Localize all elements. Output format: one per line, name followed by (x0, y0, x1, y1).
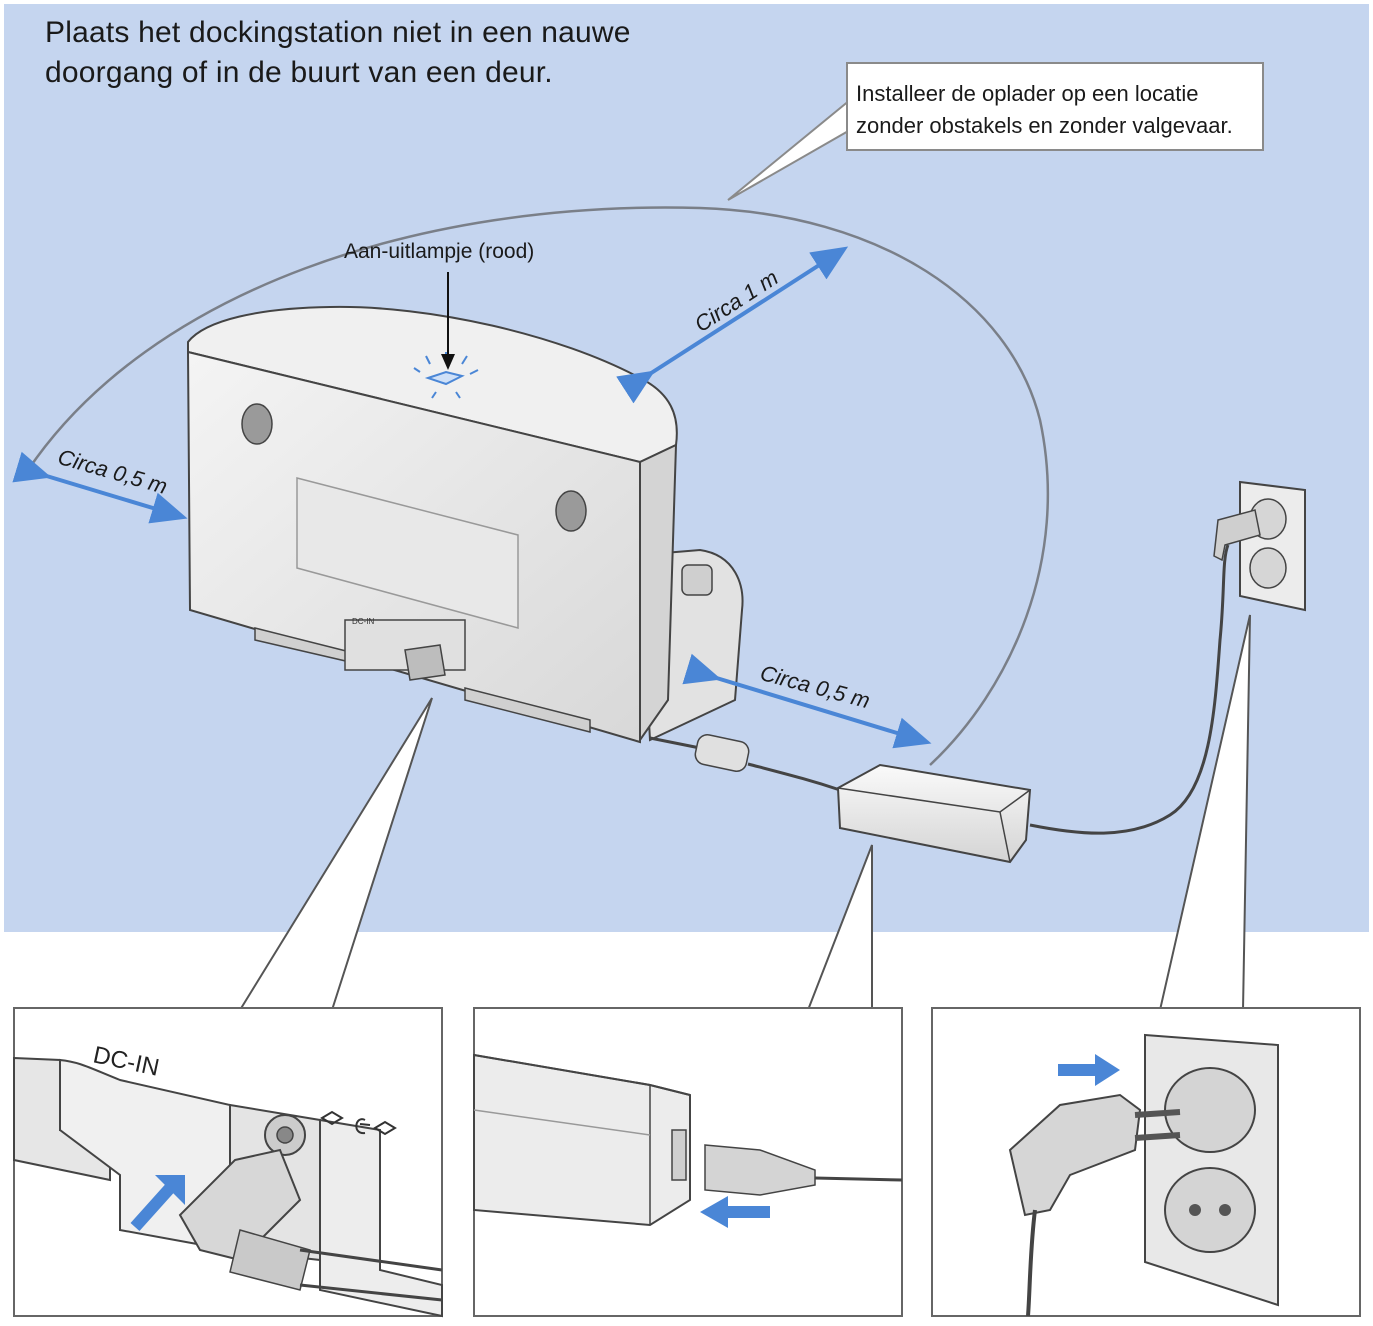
dock-dc-plug (404, 644, 446, 681)
dock-port-recess (344, 619, 466, 671)
clearance-arc (26, 206, 1050, 766)
title-line-1: Plaats het dockingstation niet in een na… (45, 16, 631, 49)
outlet-plug (1213, 509, 1261, 562)
power-lamp-label: Aan-uitlampje (rood) (344, 240, 535, 263)
detail-panel-dc-in (13, 1007, 443, 1318)
dock-dc-label: DC-IN (352, 617, 374, 626)
dock-foot-right (464, 687, 591, 733)
detail-panel-outlet (931, 1007, 1361, 1317)
adapter-side (999, 811, 1011, 863)
detail-panel-adapter (473, 1007, 903, 1317)
dock-rear-button (681, 564, 713, 596)
lamp-pointer-head (441, 354, 455, 370)
outlet-socket-bottom (1249, 547, 1287, 589)
callout-line-2: zonder obstakels en zonder valgevaar. (856, 113, 1233, 138)
arrow-left-distance (12, 451, 188, 524)
dock-label-panel (296, 477, 519, 629)
callout-box: Installeer de oplader op een locatie zon… (846, 62, 1264, 151)
dock-hole-right (555, 490, 587, 532)
dc-cable-2 (747, 762, 841, 792)
arrow-top-distance (616, 246, 849, 404)
callout-line-1: Installeer de oplader op een locatie (856, 81, 1199, 106)
dock-hole-left (241, 403, 273, 445)
arrow-right-distance (682, 653, 932, 749)
ferrite-core (694, 734, 750, 772)
ac-cable (1029, 544, 1230, 835)
title-line-2: doorgang of in de buurt van een deur. (45, 56, 553, 89)
dock-top (187, 305, 678, 464)
power-adapter (836, 763, 1032, 864)
